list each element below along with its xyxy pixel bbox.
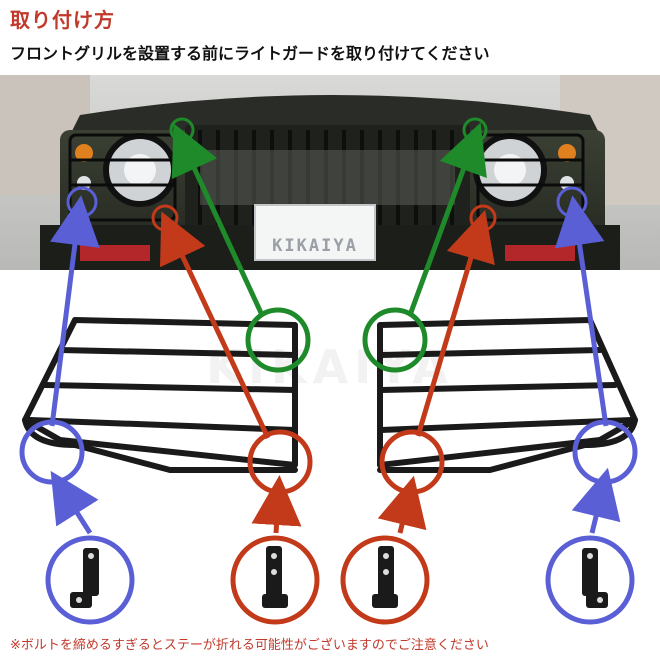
arrow-icon — [171, 123, 265, 317]
left-light-guard — [22, 317, 298, 473]
red-circle-marker — [469, 204, 497, 232]
caution-note: ※ボルトを締めるすぎるとステーが折れる可能性がございますのでご注意ください — [10, 638, 489, 653]
green-circle-marker — [245, 307, 311, 373]
license-plate-text: KIKAIYA — [272, 236, 358, 256]
bracket-left-inner — [262, 546, 288, 608]
blue-circle-marker — [66, 186, 98, 218]
blue-circle-marker — [45, 535, 135, 625]
blue-circle-marker — [545, 535, 635, 625]
red-circle-marker — [151, 204, 179, 232]
arrow-icon — [554, 195, 609, 427]
green-circle-marker — [462, 117, 488, 143]
arrow-icon — [251, 475, 302, 534]
red-circle-marker — [230, 535, 320, 625]
arrow-icon — [571, 467, 621, 534]
bracket-right-outer — [582, 548, 608, 608]
page-subtitle: フロントグリルを設置する前にライトガードを取り付けてください — [10, 44, 490, 63]
blue-circle-marker — [572, 419, 638, 485]
bracket-left-outer — [70, 548, 99, 608]
green-circle-marker — [362, 307, 428, 373]
blue-circle-marker — [556, 186, 588, 218]
arrow-icon — [377, 475, 427, 534]
bracket-right-inner — [372, 546, 398, 608]
arrow-icon — [407, 122, 487, 316]
arrow-icon — [49, 195, 100, 427]
green-circle-marker — [169, 117, 195, 143]
red-circle-marker — [340, 535, 430, 625]
arrow-icon — [160, 211, 271, 440]
arrow-icon — [415, 210, 495, 437]
blue-circle-marker — [19, 419, 85, 485]
arrow-icon — [50, 470, 99, 535]
right-light-guard — [377, 317, 638, 473]
page-title: 取り付け方 — [10, 8, 115, 32]
